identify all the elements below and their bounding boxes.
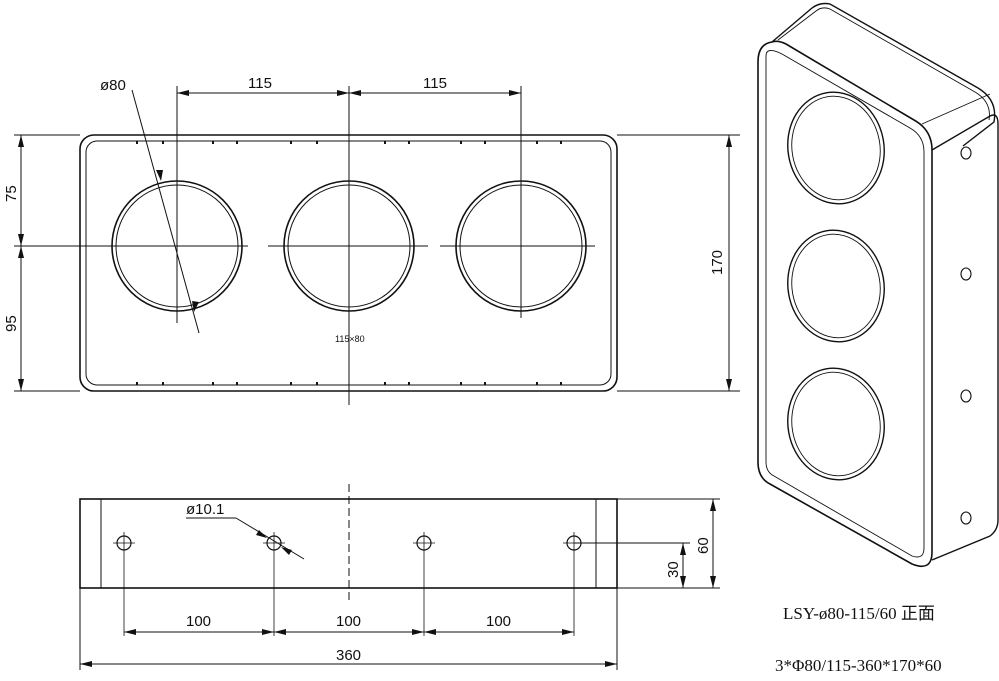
height-bottom-label: 95 — [3, 315, 20, 332]
isometric-view — [757, 2, 999, 568]
iso-hole-middle — [787, 229, 885, 343]
mount-holes — [113, 532, 585, 636]
front-center-lines — [14, 86, 595, 405]
spacing-1-label: 100 — [186, 613, 211, 630]
center-size-label: 115×80 — [335, 334, 365, 344]
depth-label: 60 — [695, 537, 712, 554]
spacing-right-label: 115 — [423, 75, 447, 92]
model-caption: LSY-ø80-115/60 正面 — [783, 604, 935, 623]
hole-diameter-leader: ø80 — [100, 77, 200, 334]
iso-front-face — [757, 40, 933, 568]
hole-diameter-label: ø80 — [100, 77, 126, 94]
iso-hole-top — [787, 91, 885, 205]
mount-hole-1 — [113, 532, 135, 636]
total-width-dimension: 360 — [79, 588, 618, 670]
iso-hole-bottom — [787, 367, 885, 481]
mount-hole-diameter-label: ø10.1 — [186, 501, 224, 518]
mount-hole-2 — [263, 532, 285, 636]
bottom-view: ø10.1 100 100 100 360 — [79, 484, 720, 670]
iso-side-face — [931, 114, 999, 561]
front-view: ø80 115 115 75 95 — [3, 75, 740, 405]
spacing-2-label: 100 — [336, 613, 361, 630]
total-width-label: 360 — [336, 647, 361, 664]
mount-hole-3 — [413, 532, 435, 636]
mount-spacing-dimension: 100 100 100 — [124, 613, 574, 635]
height-top-label: 75 — [3, 185, 20, 202]
right-height-dimension: 170 — [617, 134, 740, 392]
iso-side-holes — [960, 146, 972, 525]
plate-edge-ticks — [136, 141, 562, 385]
half-depth-label: 30 — [665, 561, 682, 578]
left-height-dimension: 75 95 — [3, 134, 80, 392]
mount-hole-leader: ø10.1 — [186, 501, 305, 560]
depth-dimension: 30 60 — [574, 498, 720, 589]
spacing-left-label: 115 — [248, 75, 272, 92]
mount-hole-4 — [563, 532, 585, 636]
spec-caption: 3*Φ80/115-360*170*60 — [775, 656, 942, 675]
spacing-3-label: 100 — [486, 613, 511, 630]
hole-spacing-dimension: 115 115 — [177, 75, 521, 96]
total-height-label: 170 — [709, 250, 726, 275]
